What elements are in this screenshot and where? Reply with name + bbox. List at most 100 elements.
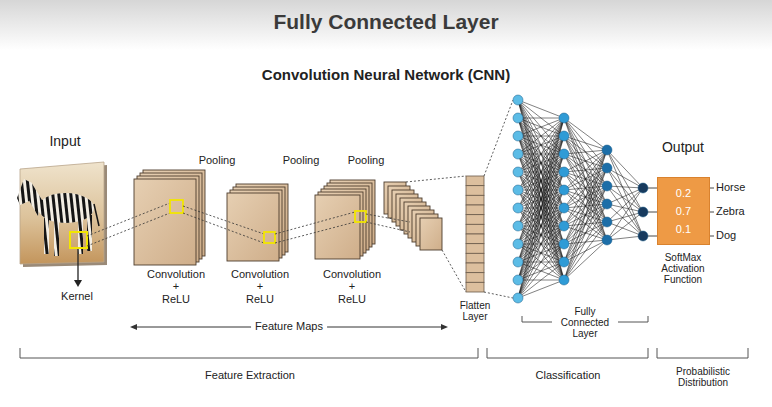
flatten-cell bbox=[466, 253, 484, 263]
section-label: Input bbox=[49, 134, 80, 150]
kernel-arrow bbox=[77, 249, 78, 281]
neuron bbox=[513, 167, 523, 177]
part-label: Kernel bbox=[61, 290, 93, 302]
feature-map bbox=[420, 218, 442, 250]
neuron bbox=[638, 231, 648, 241]
layer-label: Pooling bbox=[199, 154, 236, 166]
weight-line bbox=[518, 118, 564, 226]
leader-line bbox=[710, 188, 714, 189]
neuron bbox=[559, 257, 569, 267]
neuron bbox=[559, 131, 569, 141]
weight-line bbox=[518, 118, 564, 280]
projection-line bbox=[484, 100, 513, 176]
weight-line bbox=[518, 100, 564, 136]
weight-line bbox=[518, 226, 564, 298]
neuron bbox=[602, 199, 612, 209]
weight-line bbox=[518, 154, 564, 298]
weight-line bbox=[518, 280, 564, 298]
weight-line bbox=[607, 186, 643, 212]
kernel-square bbox=[70, 232, 87, 248]
flatten-cell bbox=[466, 234, 484, 244]
flatten-cell bbox=[466, 244, 484, 254]
neuron bbox=[602, 145, 612, 155]
weight-line bbox=[518, 118, 564, 136]
weight-line bbox=[564, 150, 607, 262]
leader-line bbox=[710, 236, 714, 237]
weight-line bbox=[518, 118, 564, 136]
weight-line bbox=[607, 188, 643, 240]
probability-value: 0.7 bbox=[676, 205, 691, 218]
flatten-cell bbox=[466, 224, 484, 234]
neuron bbox=[559, 167, 569, 177]
neuron bbox=[559, 275, 569, 285]
flatten-cell bbox=[466, 282, 484, 292]
weight-line bbox=[518, 100, 564, 262]
neuron bbox=[559, 185, 569, 195]
neuron bbox=[513, 149, 523, 159]
projection-line bbox=[87, 213, 170, 246]
flatten-cell bbox=[466, 263, 484, 273]
projection-line bbox=[442, 250, 466, 292]
neuron bbox=[513, 131, 523, 141]
weight-line bbox=[607, 150, 643, 212]
stage-label: Probabilistic Distribution bbox=[666, 366, 740, 388]
kernel-square bbox=[355, 211, 366, 222]
layer-label: Flatten Layer bbox=[452, 300, 498, 322]
projection-line bbox=[366, 222, 410, 232]
flatten-cell bbox=[466, 215, 484, 225]
subtitle: Convolution Neural Network (CNN) bbox=[262, 67, 510, 84]
kernel-square bbox=[264, 232, 275, 243]
weight-line bbox=[607, 188, 643, 222]
weight-line bbox=[518, 262, 564, 298]
output-box: 0.20.70.1 bbox=[657, 177, 710, 245]
weight-line bbox=[518, 118, 564, 190]
weight-line bbox=[518, 172, 564, 298]
class-label: Dog bbox=[716, 229, 736, 241]
flatten-cell bbox=[466, 195, 484, 205]
weight-line bbox=[518, 118, 564, 190]
section-label: Output bbox=[662, 140, 704, 156]
span-label: Feature Maps bbox=[251, 320, 327, 332]
weight-line bbox=[518, 118, 564, 262]
stage-label: Classification bbox=[536, 369, 601, 381]
weight-line bbox=[518, 118, 564, 298]
flatten-cell bbox=[466, 186, 484, 196]
neuron bbox=[513, 275, 523, 285]
neuron bbox=[559, 149, 569, 159]
arrow-head bbox=[130, 324, 137, 330]
weight-line bbox=[607, 150, 643, 236]
weight-line bbox=[518, 100, 564, 118]
projection-line bbox=[183, 206, 264, 234]
leader-line bbox=[710, 212, 714, 213]
layer-label: Convolution + ReLU bbox=[140, 268, 212, 305]
function-label: SoftMax Activation Function bbox=[652, 252, 714, 286]
class-label: Horse bbox=[716, 181, 745, 193]
title: Fully Connected Layer bbox=[0, 9, 772, 34]
projection-line bbox=[366, 214, 410, 222]
weight-line bbox=[518, 118, 564, 208]
neuron bbox=[513, 203, 523, 213]
weight-line bbox=[518, 118, 564, 119]
weight-line bbox=[607, 212, 643, 222]
weight-line bbox=[518, 118, 564, 154]
layer-label: Convolution + ReLU bbox=[316, 268, 388, 305]
layer-label: Pooling bbox=[348, 154, 385, 166]
flatten-cell bbox=[466, 176, 484, 186]
layer-label: Convolution + ReLU bbox=[224, 268, 296, 305]
weight-line bbox=[564, 222, 607, 280]
weight-line bbox=[518, 136, 564, 298]
neuron bbox=[513, 257, 523, 267]
zebra-tail bbox=[94, 204, 99, 226]
layer-label: Pooling bbox=[283, 154, 320, 166]
arrow-head bbox=[441, 324, 448, 330]
neuron bbox=[559, 239, 569, 249]
layer-label: Fully Connected Layer bbox=[552, 306, 618, 340]
probability-value: 0.2 bbox=[676, 187, 691, 200]
neuron bbox=[513, 113, 523, 123]
weight-line bbox=[518, 118, 564, 280]
kernel-square bbox=[170, 200, 183, 213]
bracket bbox=[487, 348, 648, 358]
weight-line bbox=[607, 168, 643, 212]
weight-line bbox=[607, 236, 643, 240]
weight-line bbox=[518, 100, 564, 208]
